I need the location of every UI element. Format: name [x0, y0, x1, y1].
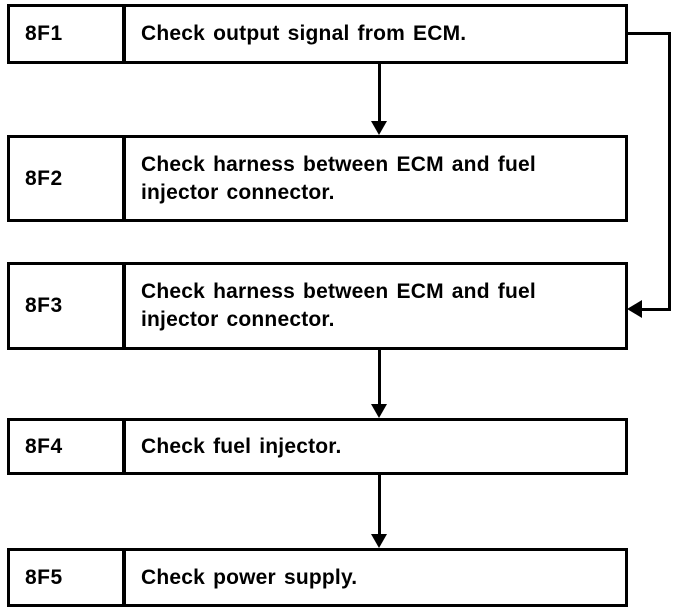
step-description: Check harness between ECM and fuel injec… — [141, 152, 536, 204]
step-description: Check fuel injector. — [141, 434, 342, 458]
arrowhead-down-icon — [371, 121, 387, 135]
step-description: Check harness between ECM and fuel injec… — [141, 280, 536, 331]
step-code: 8F3 — [10, 265, 126, 347]
arrow-line — [640, 308, 671, 311]
arrowhead-down-icon — [371, 404, 387, 418]
step-box-8f3: 8F3 Check harness between ECM and fuel i… — [7, 262, 628, 350]
arrow-line — [626, 32, 671, 35]
step-box-8f4: 8F4 Check fuel injector. — [7, 418, 628, 475]
step-description: Check output signal from ECM. — [141, 22, 467, 45]
step-code: 8F5 — [10, 551, 126, 604]
arrowhead-left-icon — [627, 300, 642, 318]
step-box-8f1: 8F1 Check output signal from ECM. — [7, 4, 628, 64]
step-box-8f2: 8F2 Check harness between ECM and fuel i… — [7, 135, 628, 222]
step-description: Check power supply. — [141, 565, 358, 589]
step-code: 8F2 — [10, 138, 126, 219]
step-code: 8F1 — [10, 7, 126, 61]
arrow-line — [668, 32, 671, 311]
arrow-line — [378, 64, 381, 123]
arrowhead-down-icon — [371, 534, 387, 548]
step-code: 8F4 — [10, 421, 126, 472]
arrow-line — [378, 475, 381, 536]
step-box-8f5: 8F5 Check power supply. — [7, 548, 628, 607]
arrow-line — [378, 350, 381, 406]
